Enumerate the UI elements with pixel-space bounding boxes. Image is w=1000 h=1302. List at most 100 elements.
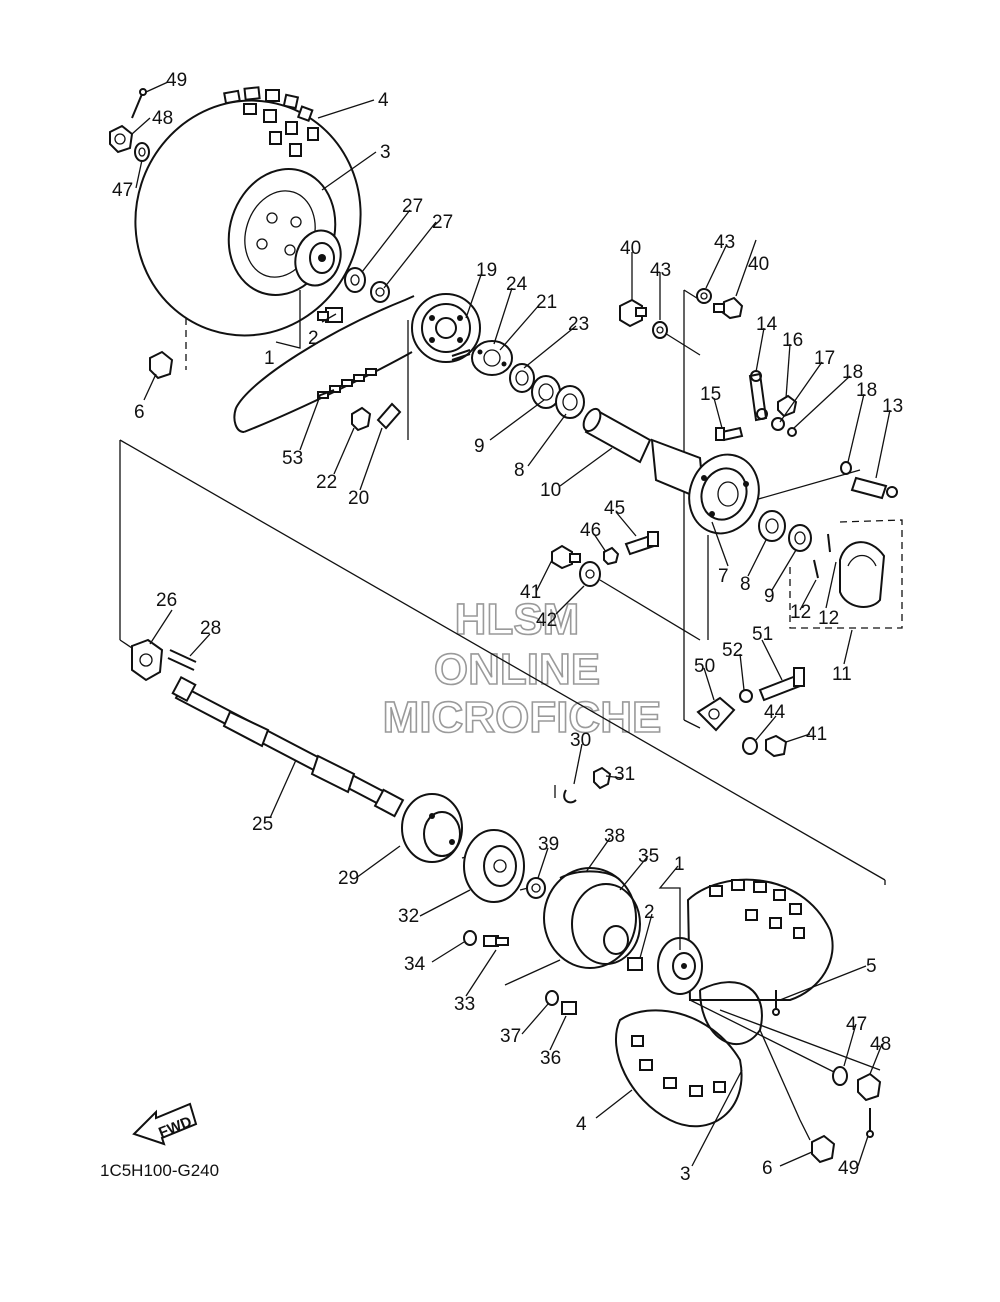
bolt-2-right: [627, 957, 643, 971]
callout-21: 21: [536, 292, 557, 313]
part-code: 1C5H100-G240: [100, 1161, 219, 1180]
callout-numbers: 49 4 48 3 47 27 27 40 43 43 40 19 24 21 …: [112, 70, 903, 1185]
callout-3-top: 3: [380, 142, 391, 163]
drive-chain-assembly: [233, 293, 513, 433]
callout-37: 37: [500, 1026, 521, 1047]
spacer-collar-10: [582, 407, 652, 464]
fwd-arrow-icon: [132, 1102, 198, 1146]
tire-right-lower: [615, 1009, 743, 1128]
rear-axle-hub-7: [650, 438, 760, 535]
axle-housing-group: [509, 288, 903, 629]
callout-2-bottom: 2: [644, 902, 655, 923]
cotter-pin-49-left: [131, 88, 147, 119]
callout-28: 28: [200, 618, 221, 639]
washer-44: [742, 737, 758, 755]
nut-27-a: [344, 267, 366, 293]
callout-5: 5: [866, 956, 877, 977]
bolt-41-b: [765, 734, 788, 758]
callout-50: 50: [694, 656, 715, 677]
bolt-40-a: [619, 298, 647, 328]
nut-31: [593, 766, 612, 790]
chain-joint-53: [317, 389, 335, 397]
bolt-15: [715, 426, 744, 442]
callout-48-top: 48: [152, 108, 173, 129]
rear-axle-assembly: [131, 638, 405, 818]
callout-47-bottom: 47: [846, 1014, 867, 1035]
callout-36: 36: [540, 1048, 561, 1069]
washer-43-a: [652, 321, 668, 339]
callout-47-top: 47: [112, 180, 133, 201]
callout-12-b: 12: [818, 608, 839, 629]
pin-18: [787, 427, 797, 437]
callout-22: 22: [316, 472, 337, 493]
callout-10: 10: [540, 480, 561, 501]
callout-8-upper: 8: [514, 460, 525, 481]
washer-37: [545, 990, 559, 1006]
rear-axle-shaft-25: [171, 675, 405, 818]
tire-left: [134, 99, 362, 337]
callout-6-bottom: 6: [762, 1158, 773, 1179]
callout-45: 45: [604, 498, 625, 519]
nut-46: [603, 546, 620, 566]
callout-19: 19: [476, 260, 497, 281]
watermark-line-1: HLSM: [455, 595, 580, 644]
callout-35: 35: [638, 846, 659, 867]
callout-42: 42: [536, 610, 557, 631]
brake-shoe-kit-11: [789, 519, 903, 629]
stud-bolt-28: [167, 649, 197, 671]
callout-6-top: 6: [134, 402, 145, 423]
callout-8-lower: 8: [740, 574, 751, 595]
washer-34: [463, 930, 477, 946]
mounting-hardware: [551, 531, 805, 758]
callout-44: 44: [764, 702, 786, 723]
callout-34: 34: [404, 954, 426, 975]
callout-26: 26: [156, 590, 177, 611]
washer-52: [739, 689, 753, 703]
callout-9-lower: 9: [764, 586, 775, 607]
caliper-bracket-50: [696, 696, 736, 732]
sprocket-hub-21: [471, 340, 513, 376]
callout-12-a: 12: [790, 602, 811, 623]
callout-41-a: 41: [520, 582, 541, 603]
callout-25: 25: [252, 814, 273, 835]
callout-3-bottom: 3: [680, 1164, 691, 1185]
callout-49-top: 49: [166, 70, 187, 91]
callout-43-a: 43: [650, 260, 671, 281]
callout-39: 39: [538, 834, 559, 855]
lock-washer-20: [376, 402, 402, 430]
tire-tread-left: [223, 86, 319, 157]
rear-wheel-left-assembly: [109, 86, 390, 380]
cap-6-left: [149, 350, 174, 380]
callout-43-b: 43: [714, 232, 735, 253]
callout-13: 13: [882, 396, 903, 417]
brake-drum-cover-35: [543, 867, 641, 969]
callout-40-a: 40: [620, 238, 641, 259]
bearing-9-upper: [531, 375, 561, 409]
seal-38: [559, 870, 621, 881]
collar-42: [579, 561, 601, 587]
cotter-pin-49-right: [866, 1108, 874, 1138]
brake-drum-group: [401, 766, 641, 1015]
callout-52: 52: [722, 640, 743, 661]
callout-11: 11: [832, 664, 852, 685]
watermark-line-2: ONLINE: [434, 645, 600, 694]
brake-lever-14: [748, 370, 768, 422]
tire-tread-right: [631, 879, 805, 1097]
wheel-rim-right: [699, 981, 763, 1046]
bolt-51: [758, 667, 805, 702]
sprocket-bolts-24: [451, 349, 471, 361]
callout-49-bottom: 49: [838, 1158, 859, 1179]
watermark-line-3: MICROFICHE: [383, 693, 662, 742]
callout-32: 32: [398, 906, 419, 927]
callout-4-top: 4: [378, 90, 389, 111]
bolt-2-left: [317, 307, 343, 323]
callout-20: 20: [348, 488, 369, 509]
callout-9-upper: 9: [474, 436, 485, 457]
callout-53: 53: [282, 448, 303, 469]
bolt-45: [624, 531, 659, 556]
bolt-36: [561, 1001, 577, 1015]
wheel-hub-left: [294, 229, 342, 287]
o-ring-18: [840, 461, 852, 475]
callout-27-b: 27: [432, 212, 453, 233]
spacer-39: [526, 877, 546, 899]
